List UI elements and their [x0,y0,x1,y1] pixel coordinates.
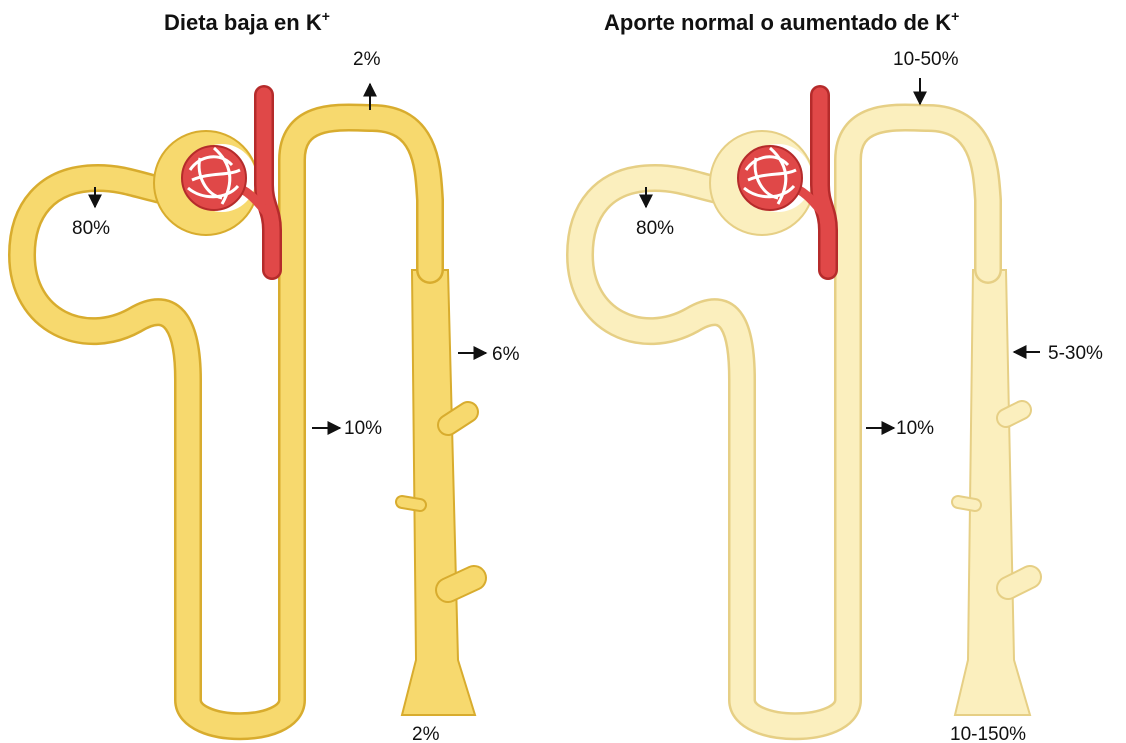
label-ascending: 10% [344,418,382,439]
collecting-duct [955,270,1030,715]
label-distal: 5-30% [1048,343,1103,364]
glomerulus [738,146,802,210]
label-proximal: 80% [72,218,110,239]
panel-low-k: Dieta baja en K+ 80% 2% 10% [22,8,520,743]
glomerulus [182,146,246,210]
label-distal: 6% [492,344,520,365]
label-ascending: 10% [896,418,934,439]
panel-title: Dieta baja en K+ [164,8,330,35]
label-proximal: 80% [636,218,674,239]
label-collecting-out: 2% [412,724,440,743]
label-loop-tip: 10-50% [893,49,959,70]
collecting-duct [402,270,475,715]
panel-normal-k: Aporte normal o aumentado de K+ 80% 10-5… [580,8,1103,743]
label-collecting-out: 10-150% [950,724,1026,743]
label-loop-tip: 2% [353,49,381,70]
panel-title: Aporte normal o aumentado de K+ [604,8,959,35]
